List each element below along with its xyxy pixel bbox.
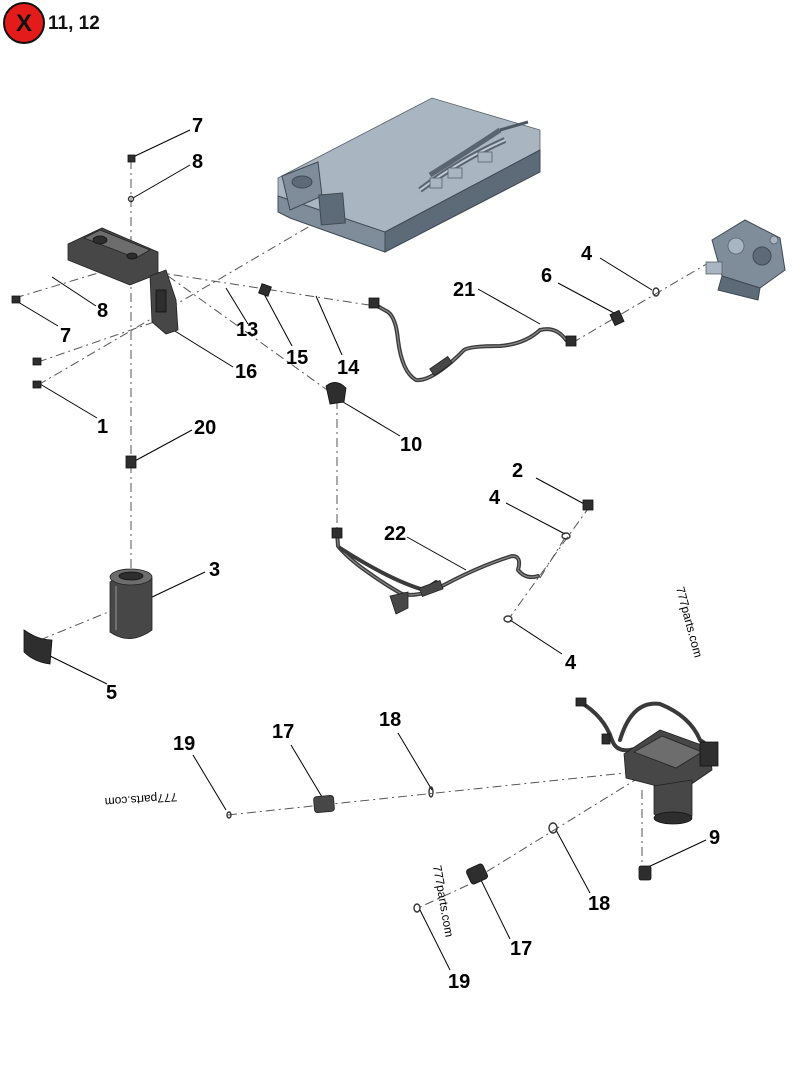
ring-19-lower: [413, 903, 421, 913]
fitting-2: [582, 499, 594, 511]
fuel-pump: [705, 219, 786, 301]
oring-18-lower: [548, 822, 558, 834]
callout-1: 1: [97, 416, 108, 438]
oring-18-upper: [428, 786, 434, 798]
watermarks: 777parts.com 777parts.com 777parts.com: [104, 585, 705, 938]
fuel-filter: [109, 568, 153, 639]
callouts: 7 8 8 7 13 15 14 16 1 20 10 21 6 4 2 4 2…: [60, 115, 720, 993]
callout-9: 9: [709, 827, 720, 849]
bolt-upper-left: [32, 357, 42, 366]
oring-4-mid: [561, 532, 571, 540]
callout-14: 14: [337, 357, 360, 379]
callout-21: 21: [453, 279, 475, 301]
callout-3: 3: [209, 559, 220, 581]
ring-19-left: [226, 811, 232, 819]
fuel-line-21: [368, 297, 577, 383]
watermark-bottom: 777parts.com: [430, 864, 456, 938]
not-shown-marker-icon: [3, 2, 45, 44]
callout-7-top: 7: [192, 115, 203, 137]
callout-15: 15: [286, 347, 308, 369]
callout-5: 5: [106, 682, 117, 704]
callout-4-top: 4: [581, 243, 593, 265]
engine-control-module: [277, 97, 541, 253]
oring-4-top: [652, 287, 660, 297]
callout-17-lower: 17: [510, 938, 532, 960]
callout-18-upper: 18: [379, 709, 401, 731]
callout-4-low: 4: [565, 652, 577, 674]
fitting-17: [313, 795, 488, 885]
callout-19-left: 19: [173, 733, 195, 755]
callout-13: 13: [236, 319, 258, 341]
bolt-1: [32, 380, 42, 389]
adapter-9: [638, 865, 652, 881]
fitting-15: [258, 283, 272, 297]
callout-19-lower: 19: [448, 971, 470, 993]
callout-6: 6: [541, 265, 552, 287]
callout-20: 20: [194, 417, 216, 439]
bolt-7-left: [11, 295, 21, 304]
leader-lines: [17, 129, 707, 971]
filter-head-bracket: [67, 227, 179, 335]
callout-10: 10: [400, 434, 422, 456]
callout-17-left: 17: [272, 721, 294, 743]
fuel-line-22: [331, 527, 540, 615]
filter-wrench-strap: [23, 629, 53, 665]
callout-4-mid: 4: [489, 487, 501, 509]
callout-16: 16: [235, 361, 257, 383]
fuel-filter-head-assembly: [575, 697, 719, 825]
callout-8-left: 8: [97, 300, 108, 322]
callout-18-lower: 18: [588, 893, 610, 915]
callout-7-left: 7: [60, 325, 71, 347]
callout-2: 2: [512, 460, 523, 482]
elbow-10: [325, 382, 347, 405]
oring-4-low: [503, 615, 513, 623]
not-shown-header: X 11, 12: [3, 2, 100, 44]
fitting-6: [609, 309, 625, 327]
watermark-left: 777parts.com: [104, 790, 178, 809]
fasteners: [11, 154, 660, 913]
washer-8-top: [127, 195, 135, 203]
not-shown-marker-letter: X: [16, 10, 32, 37]
bolt-7-top: [127, 154, 136, 163]
callout-8-top: 8: [192, 151, 203, 173]
adapter-20: [125, 455, 137, 469]
watermark-right: 777parts.com: [673, 585, 705, 659]
not-shown-items: 11, 12: [48, 13, 100, 34]
callout-22: 22: [384, 523, 406, 545]
